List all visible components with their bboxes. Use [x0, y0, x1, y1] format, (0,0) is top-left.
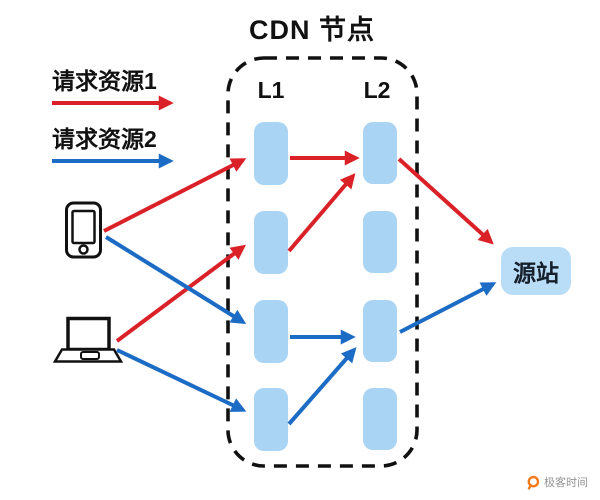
l1-node-3	[254, 300, 288, 363]
arrow-l2n3-to-origin	[399, 282, 497, 334]
l1-column-label: L1	[257, 77, 285, 103]
l2-node-2	[363, 211, 397, 273]
smartphone-icon	[65, 201, 102, 259]
arrow-l2n1-to-origin	[397, 157, 494, 245]
arrow-laptop-to-l1n4	[116, 348, 247, 412]
l2-node-4	[363, 388, 397, 450]
laptop-icon	[52, 316, 124, 363]
legend-resource1-label: 请求资源1	[52, 68, 157, 94]
arrow-phone-to-l1n1	[103, 158, 247, 233]
l2-node-3	[363, 300, 397, 362]
origin-server-box: 源站	[501, 247, 571, 295]
brand-watermark: 极客时间	[526, 474, 588, 490]
cdn-cluster-boundary	[226, 56, 419, 468]
arrow-l1n2-to-l2n1	[287, 173, 356, 253]
origin-server-label: 源站	[513, 260, 559, 286]
arrow-l1n4-to-l2n3	[287, 347, 357, 426]
l1-node-1	[254, 122, 288, 185]
diagram-title: CDN 节点	[249, 15, 375, 45]
l2-node-1	[363, 122, 397, 184]
brand-logo-icon	[527, 475, 540, 490]
arrow-phone-to-l1n3	[104, 235, 247, 324]
l1-node-2	[254, 211, 288, 274]
legend-resource2-label: 请求资源2	[52, 126, 157, 152]
l1-node-4	[254, 388, 288, 451]
arrow-laptop-to-l1n2	[115, 244, 247, 343]
brand-watermark-text: 极客时间	[544, 477, 588, 489]
l2-column-label: L2	[363, 77, 391, 103]
